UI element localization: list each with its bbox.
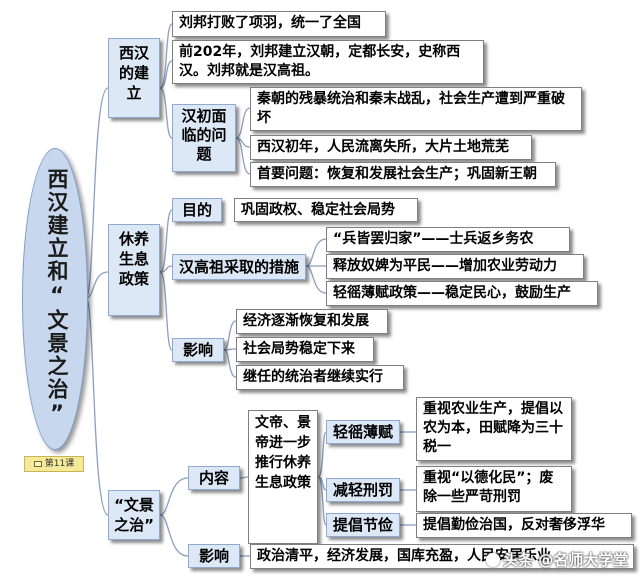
- impact-item-3: 继任的统治者继续实行: [236, 365, 404, 390]
- measure-item-2: 释放奴婢为平民——增加农业劳动力: [326, 254, 584, 279]
- problem-item-1: 秦朝的残暴统治和秦末战乱，社会生产遭到严重破坏: [250, 87, 582, 131]
- impact-item-2: 社会局势稳定下来: [236, 337, 374, 362]
- measure-frugal: 提倡节俭: [326, 513, 400, 537]
- measure-item-1: “兵皆罢归家”——士兵返乡务农: [326, 227, 570, 252]
- author-avatar-icon: [486, 552, 500, 567]
- watermark-text: 头条 @名师大学堂: [503, 551, 629, 569]
- branch-recovery: 休养生息政策: [108, 224, 160, 316]
- wenjing-impact-text: 政治清平，经济发展，国库充盈，人民安居乐业: [250, 544, 634, 569]
- lesson-tag: 第11课: [24, 456, 84, 472]
- impact-item-1: 经济逐渐恢复和发展: [236, 309, 388, 334]
- light-punish-text: 重视“以德化民”；废除一些严苛刑罚: [416, 466, 572, 512]
- recovery-purpose: 目的: [172, 198, 222, 222]
- recovery-impact: 影响: [172, 338, 224, 362]
- branch-founding: 西汉的建立: [108, 38, 160, 118]
- content-summary: 文帝、景帝进一步推行休养生息政策: [248, 410, 318, 544]
- root-title: 西汉建立和“文景之治”: [45, 168, 69, 427]
- lesson-tag-label: 第11课: [44, 459, 75, 469]
- founding-item-capital: 前202年，刘邦建立汉朝，定都长安，史称西汉。刘邦就是汉高祖。: [172, 40, 484, 84]
- measure-light-tax: 轻徭薄赋: [326, 420, 400, 444]
- wenjing-content: 内容: [188, 466, 240, 490]
- root-node: [22, 148, 88, 450]
- measure-light-punish: 减轻刑罚: [326, 478, 400, 502]
- measure-item-3: 轻徭薄赋政策——稳定民心，鼓励生产: [326, 281, 598, 306]
- light-tax-text: 重视农业生产，提倡以农为本，田赋降为三十税一: [416, 397, 572, 461]
- frugal-text: 提倡勤俭治国，反对奢侈浮华: [416, 513, 632, 538]
- wenjing-impact: 影响: [188, 544, 240, 568]
- problem-item-3: 首要问题：恢复和发展社会生产；巩固新王朝: [250, 162, 556, 187]
- founding-problems: 汉初面临的问题: [172, 104, 236, 172]
- branch-wenjing: “文景之治”: [108, 490, 160, 540]
- founding-item-unify: 刘邦打败了项羽，统一了全国: [172, 11, 386, 37]
- purpose-text: 巩固政权、稳定社会局势: [234, 198, 418, 222]
- problem-item-2: 西汉初年，人民流离失所，大片土地荒芜: [250, 135, 532, 160]
- watermark: 头条 @名师大学堂: [486, 549, 628, 570]
- recovery-measures: 汉高祖采取的措施: [172, 254, 306, 280]
- note-icon: [33, 461, 42, 467]
